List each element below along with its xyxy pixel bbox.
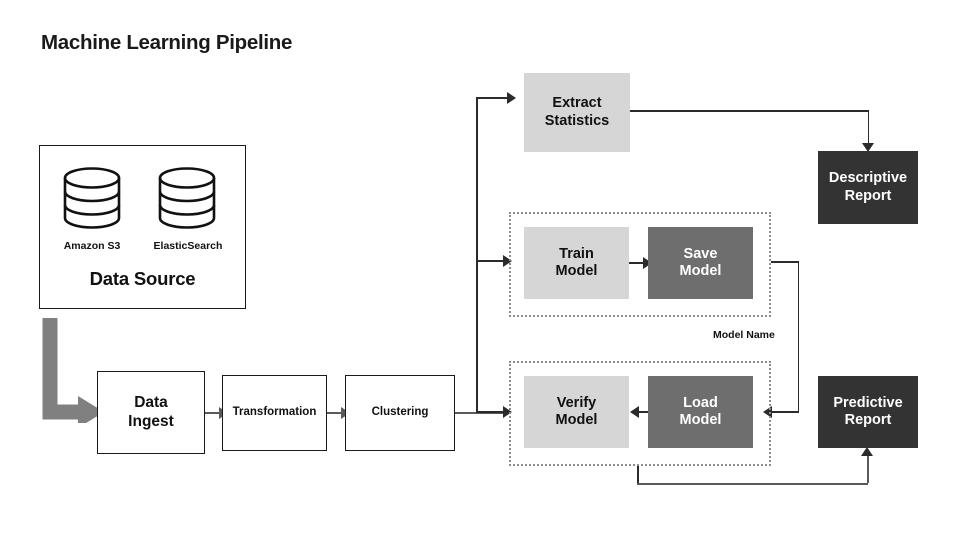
data-source-title: Data Source bbox=[89, 268, 196, 289]
node-transformation[interactable]: Transformation bbox=[222, 375, 327, 451]
node-extract-statistics[interactable]: Extract Statistics bbox=[524, 73, 630, 152]
edge-verify-to-predictive-v1 bbox=[637, 466, 639, 484]
node-verify-model[interactable]: Verify Model bbox=[524, 376, 629, 448]
database-cylinder-icon bbox=[61, 166, 123, 230]
arrowhead-left-icon bbox=[763, 406, 772, 418]
inference-group bbox=[509, 361, 771, 466]
node-train-model-line2: Model bbox=[555, 263, 598, 279]
edge-model-name-vertical bbox=[797, 261, 800, 412]
node-transformation-line1: Transformation bbox=[232, 406, 317, 419]
node-verify-model-line1: Verify bbox=[556, 394, 597, 411]
edge-to-verify-model bbox=[476, 411, 503, 413]
edge-train-to-save bbox=[629, 262, 643, 264]
arrowhead-down-icon bbox=[862, 143, 874, 152]
node-descriptive-report-line2: Report bbox=[844, 187, 892, 204]
arrowhead-right-icon bbox=[643, 257, 652, 269]
node-train-model[interactable]: Train Model bbox=[524, 227, 629, 299]
node-data-ingest-line1: Data bbox=[134, 394, 168, 412]
node-data-ingest-line2: Ingest bbox=[128, 412, 174, 430]
node-clustering[interactable]: Clustering bbox=[345, 375, 455, 451]
node-save-model-line1: Save bbox=[683, 245, 718, 262]
edge-verify-to-predictive-h bbox=[637, 482, 868, 485]
edge-label-model-name: Model Name bbox=[713, 329, 775, 341]
data-source-label-elasticsearch: ElasticSearch bbox=[153, 240, 223, 252]
edge-verify-to-predictive-v2 bbox=[866, 456, 869, 483]
node-descriptive-report[interactable]: Descriptive Report bbox=[818, 151, 918, 224]
node-predictive-report-line1: Predictive bbox=[833, 394, 903, 411]
data-source-group: Amazon S3 ElasticSearch Data Source bbox=[39, 145, 246, 309]
edge-load-to-verify bbox=[639, 411, 651, 413]
edge-data-source-to-data-ingest bbox=[38, 318, 108, 423]
node-clustering-line1: Clustering bbox=[371, 406, 429, 419]
node-train-model-line1: Train bbox=[559, 245, 594, 262]
training-group bbox=[509, 212, 771, 317]
node-extract-statistics-line2: Statistics bbox=[544, 112, 610, 129]
database-cylinder-icon bbox=[156, 166, 218, 230]
node-predictive-report-line2: Report bbox=[844, 412, 892, 428]
edge-to-train-model bbox=[476, 260, 503, 262]
page-title: Machine Learning Pipeline bbox=[41, 31, 293, 54]
node-extract-statistics-line1: Extract bbox=[552, 95, 602, 112]
edge-transformation-to-clustering bbox=[327, 411, 341, 414]
arrowhead-right-icon bbox=[503, 255, 512, 267]
arrowhead-right-icon bbox=[503, 406, 512, 418]
node-descriptive-report-line1: Descriptive bbox=[828, 170, 908, 187]
node-load-model-line1: Load bbox=[683, 394, 718, 411]
node-verify-model-line2: Model bbox=[555, 412, 598, 428]
node-data-ingest[interactable]: Data Ingest bbox=[97, 371, 205, 454]
node-save-model-line2: Model bbox=[679, 263, 722, 279]
node-load-model[interactable]: Load Model bbox=[648, 376, 753, 448]
node-save-model[interactable]: Save Model bbox=[648, 227, 753, 299]
node-predictive-report[interactable]: Predictive Report bbox=[818, 376, 918, 448]
edge-model-name-bottom bbox=[772, 411, 799, 413]
edge-ingest-to-transformation bbox=[205, 411, 219, 414]
edge-clustering-riser bbox=[476, 97, 478, 412]
arrowhead-up-icon bbox=[861, 447, 873, 456]
edge-extract-to-descriptive-v bbox=[867, 110, 870, 144]
edge-model-name-top bbox=[771, 261, 799, 263]
node-load-model-line2: Model bbox=[679, 412, 722, 428]
edge-to-extract-statistics bbox=[476, 97, 507, 99]
edge-extract-to-descriptive-h bbox=[630, 110, 869, 112]
arrowhead-right-icon bbox=[507, 92, 516, 104]
data-source-label-amazon-s3: Amazon S3 bbox=[63, 240, 121, 252]
arrowhead-left-icon bbox=[630, 406, 639, 418]
